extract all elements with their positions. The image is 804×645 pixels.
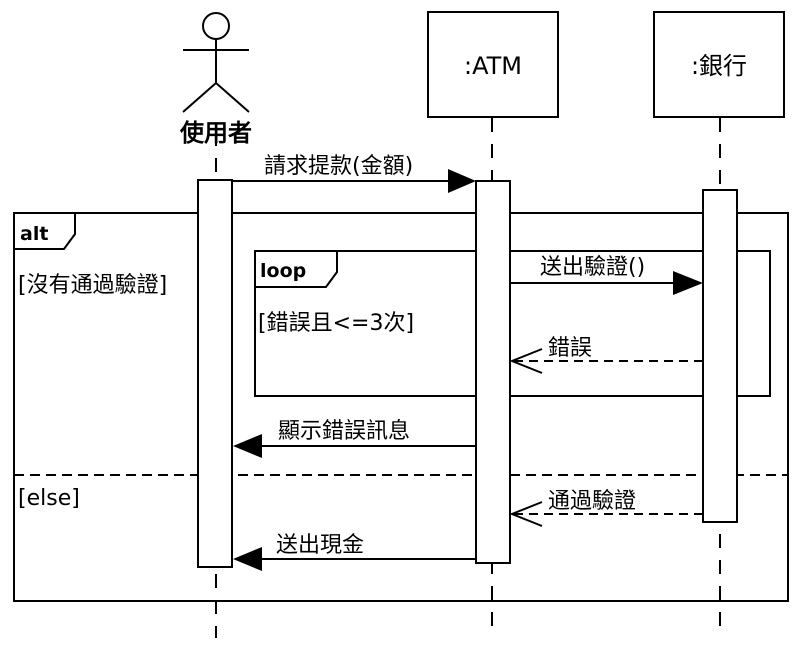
message-error-arrowhead (509, 348, 543, 374)
loop-keyword: loop (260, 260, 306, 282)
message-send-verify-label: 送出驗證() (540, 255, 645, 280)
loop-fragment (254, 250, 771, 397)
message-pass-arrowhead (509, 501, 543, 527)
alt-guard-2: [else] (18, 486, 80, 511)
participant-atm-box (427, 11, 559, 118)
message-send-verify-arrowhead (673, 271, 703, 295)
participant-bank-label: :銀行 (691, 52, 747, 80)
alt-fragment-tab (13, 212, 76, 250)
alt-guard-1: [沒有通過驗證] (18, 273, 167, 298)
participant-atm-label: :ATM (464, 52, 522, 80)
activation-bank (702, 189, 738, 523)
activation-user (197, 179, 233, 568)
message-request-arrowhead (448, 169, 476, 193)
activation-atm (475, 180, 511, 564)
actor-user-label: 使用者 (179, 119, 252, 147)
message-request-label: 請求提款(金額) (264, 154, 413, 179)
message-dispense-arrowhead (233, 547, 262, 571)
message-show-error-arrowhead (233, 434, 262, 458)
loop-fragment-tab (254, 250, 338, 288)
loop-guard: [錯誤且<=3次] (258, 311, 414, 336)
alt-fragment (13, 212, 789, 602)
message-dispense-label: 送出現金 (276, 533, 364, 558)
participant-bank-box (653, 11, 785, 118)
actor-user-icon (182, 12, 250, 113)
alt-keyword: alt (20, 223, 48, 245)
message-error-label: 錯誤 (548, 336, 592, 361)
message-pass-label: 通過驗證 (548, 489, 636, 514)
message-show-error-label: 顯示錯誤訊息 (278, 419, 410, 444)
